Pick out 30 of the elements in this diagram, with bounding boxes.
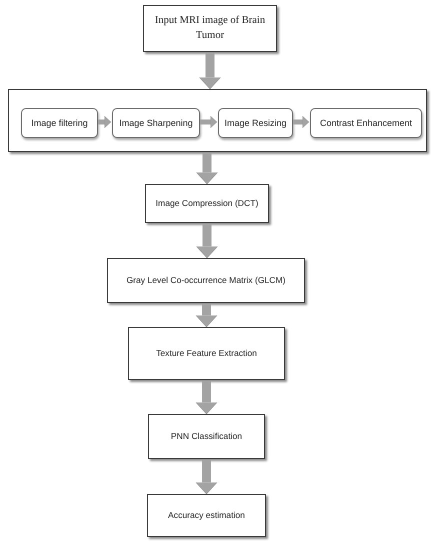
box-label: Texture Feature Extraction bbox=[155, 348, 258, 360]
process-box bbox=[147, 494, 266, 537]
process-box bbox=[107, 258, 305, 303]
process-box bbox=[143, 5, 277, 52]
arrow bbox=[196, 224, 218, 258]
process-box bbox=[148, 414, 265, 459]
step-box bbox=[218, 108, 293, 138]
box-label: Gray Level Co-occurrence Matrix (GLCM) bbox=[125, 274, 287, 286]
box-label: Accuracy estimation bbox=[167, 510, 246, 522]
arrow bbox=[196, 153, 218, 184]
arrow bbox=[98, 116, 112, 128]
box-label: Contrast Enhancement bbox=[318, 116, 414, 130]
arrow bbox=[200, 116, 218, 128]
step-box bbox=[21, 108, 98, 138]
box-label: Input MRI image of Brain Tumor bbox=[154, 14, 266, 42]
process-box bbox=[128, 327, 285, 380]
box-label: Image Sharpening bbox=[118, 116, 194, 130]
box-label: Image Compression (DCT) bbox=[154, 198, 260, 210]
box-label: PNN Classification bbox=[170, 430, 244, 442]
arrow bbox=[196, 381, 218, 414]
arrow bbox=[293, 116, 310, 128]
arrow bbox=[196, 304, 218, 328]
arrow bbox=[199, 53, 221, 90]
step-box bbox=[310, 108, 422, 138]
step-box bbox=[112, 108, 200, 138]
process-box bbox=[145, 184, 269, 223]
arrow bbox=[196, 460, 218, 494]
box-label: Image Resizing bbox=[223, 116, 288, 130]
group-box bbox=[8, 89, 427, 152]
box-label: Image filtering bbox=[30, 116, 89, 130]
